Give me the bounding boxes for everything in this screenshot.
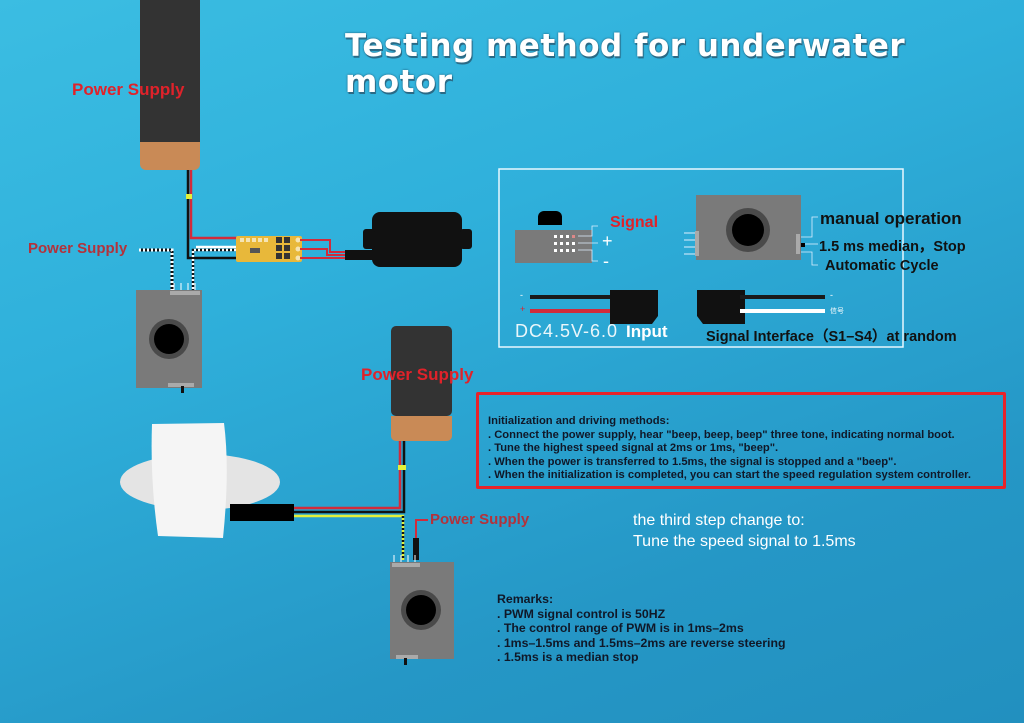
signal-label: Signal <box>610 214 659 231</box>
remarks-item: . PWM signal control is 50HZ <box>497 606 666 621</box>
servo-tester-left <box>136 283 202 393</box>
third-step-note: the third step change to: Tune the speed… <box>633 510 856 552</box>
remarks-item: . 1.5ms is a median stop <box>497 650 639 664</box>
thruster <box>120 423 294 538</box>
initialization-box <box>476 392 1006 489</box>
wire-signal-label: 信号 <box>830 308 844 315</box>
battery-top <box>140 0 200 170</box>
minus-label: - <box>603 251 609 271</box>
motor-black <box>345 212 472 267</box>
initialization-step: . When the power is transferred to 1.5ms… <box>488 455 897 468</box>
median-stop-label: 1.5 ms median，Stop <box>819 239 966 255</box>
initialization-step: . Connect the power supply, hear "beep, … <box>488 428 955 441</box>
battery-middle <box>391 326 452 441</box>
servo-tester-legend <box>684 195 818 266</box>
power-supply-label-bottom: Power Supply <box>430 511 530 528</box>
initialization-step: . When the initialization is completed, … <box>488 469 972 482</box>
initialization-heading: Initialization and driving methods: <box>488 415 670 427</box>
page-title: Testing method for underwater motor <box>345 28 906 100</box>
initialization-step: . Tune the highest speed signal at 2ms o… <box>488 442 779 455</box>
input-label: Input <box>626 322 668 341</box>
wire-plus-label: + <box>520 304 526 314</box>
legend-box-frame <box>498 168 904 348</box>
signal-interface-illustration <box>697 290 825 324</box>
esc-board <box>236 236 302 262</box>
signal-connector-illustration <box>515 211 598 263</box>
initialization-text: Initialization and driving methods: . Co… <box>488 415 971 483</box>
wire-minus-label-right: - <box>830 290 833 300</box>
power-supply-label-middle: Power Supply <box>361 365 474 384</box>
wire-minus-label: - <box>520 290 523 300</box>
input-connector-illustration <box>530 290 658 324</box>
voltage-label: DC4.5V-6.0 <box>515 321 619 341</box>
signal-interface-label: Signal Interface（S1–S4）at random <box>706 329 957 345</box>
remarks-heading: Remarks: <box>497 592 554 606</box>
automatic-cycle-label: Automatic Cycle <box>825 258 939 274</box>
wires-top <box>139 170 240 293</box>
plus-label: + <box>602 231 613 251</box>
remarks: Remarks: . PWM signal control is 50HZ . … <box>497 592 785 665</box>
note-line-2: Tune the speed signal to 1.5ms <box>633 533 856 550</box>
remarks-item: . The control range of PWM is in 1ms–2ms <box>497 621 744 635</box>
servo-tester-bottom <box>390 555 454 665</box>
remarks-item: . 1ms–1.5ms and 1.5ms–2ms are reverse st… <box>497 635 786 650</box>
power-supply-label-top: Power Supply <box>72 80 185 99</box>
power-supply-label-left: Power Supply <box>28 240 128 257</box>
note-line-1: the third step change to: <box>633 512 805 529</box>
manual-operation-label: manual operation <box>820 209 962 228</box>
